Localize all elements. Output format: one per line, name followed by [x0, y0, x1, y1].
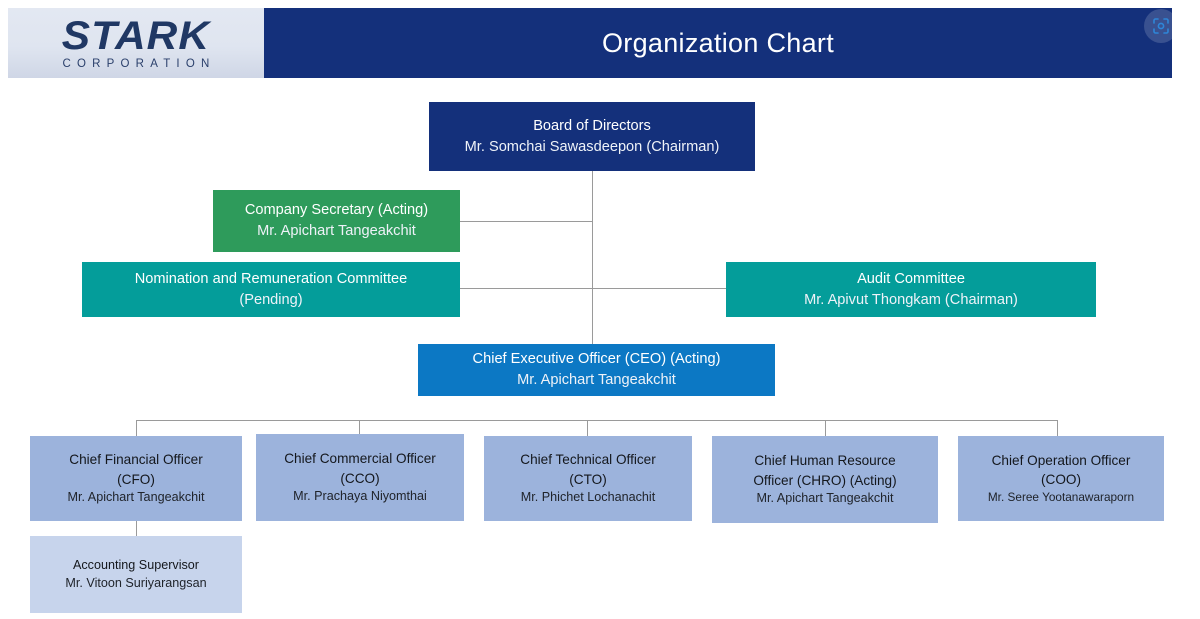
nomination-committee-person: (Pending)	[239, 291, 303, 308]
stark-logo: STARK CORPORATION	[8, 8, 264, 78]
cto-title-line1: Chief Technical Officer	[520, 452, 656, 468]
secretary-person: Mr. Apichart Tangeakchit	[257, 223, 416, 239]
cco-title-line2: (CCO)	[340, 470, 380, 486]
ceo-person: Mr. Apichart Tangeakchit	[517, 372, 676, 388]
node-coo[interactable]: Chief Operation Officer (COO) Mr. Seree …	[958, 436, 1164, 521]
cfo-person: Mr. Apichart Tangeakchit	[67, 489, 205, 504]
secretary-title: Company Secretary (Acting)	[244, 202, 429, 219]
connector-board-to-ceo	[592, 171, 593, 344]
node-cfo[interactable]: Chief Financial Officer (CFO) Mr. Apicha…	[30, 436, 242, 521]
connector-secretary	[460, 221, 593, 222]
cco-person: Mr. Prachaya Niyomthai	[293, 488, 427, 503]
node-audit-committee[interactable]: Audit Committee Mr. Apivut Thongkam (Cha…	[726, 262, 1096, 317]
audit-committee-title: Audit Committee	[857, 270, 965, 287]
chro-title-line2: Officer (CHRO) (Acting)	[753, 472, 897, 488]
node-cco[interactable]: Chief Commercial Officer (CCO) Mr. Prach…	[256, 434, 464, 521]
cto-person: Mr. Phichet Lochanachit	[520, 489, 656, 504]
board-title: Board of Directors	[533, 117, 651, 134]
node-chro[interactable]: Chief Human Resource Officer (CHRO) (Act…	[712, 436, 938, 523]
audit-committee-person: Mr. Apivut Thongkam (Chairman)	[804, 291, 1018, 308]
cco-title-line1: Chief Commercial Officer	[284, 451, 436, 467]
connector-drop-cfo	[136, 420, 137, 436]
logo-subtext: CORPORATION	[62, 57, 216, 70]
accounting-supervisor-person: Mr. Vitoon Suriyarangsan	[65, 575, 207, 590]
node-nomination-remuneration-committee[interactable]: Nomination and Remuneration Committee (P…	[82, 262, 460, 317]
connector-drop-coo	[1057, 420, 1058, 436]
page-title: Organization Chart	[601, 27, 834, 58]
logo-wordmark: STARK	[61, 13, 211, 58]
accounting-supervisor-title: Accounting Supervisor	[72, 557, 199, 572]
coo-title-line1: Chief Operation Officer	[991, 452, 1131, 468]
connector-drop-chro	[825, 420, 826, 436]
chro-person: Mr. Apichart Tangeakchit	[756, 490, 894, 505]
cto-title-line2: (CTO)	[569, 471, 607, 487]
connector-drop-cco	[359, 420, 360, 436]
node-ceo[interactable]: Chief Executive Officer (CEO) (Acting) M…	[418, 344, 775, 396]
node-cto[interactable]: Chief Technical Officer (CTO) Mr. Phiche…	[484, 436, 692, 521]
nomination-committee-title: Nomination and Remuneration Committee	[134, 270, 408, 287]
node-company-secretary[interactable]: Company Secretary (Acting) Mr. Apichart …	[213, 190, 460, 252]
connector-cfo-to-accounting	[136, 521, 137, 536]
focus-scan-icon[interactable]	[1144, 9, 1178, 43]
node-accounting-supervisor[interactable]: Accounting Supervisor Mr. Vitoon Suriyar…	[30, 536, 242, 613]
chro-title-line1: Chief Human Resource	[754, 453, 896, 469]
ceo-title: Chief Executive Officer (CEO) (Acting)	[472, 351, 721, 368]
connector-nomination-committee	[460, 288, 593, 289]
board-person: Mr. Somchai Sawasdeepon (Chairman)	[464, 138, 720, 155]
connector-audit-committee	[592, 288, 726, 289]
connector-executive-bus	[136, 420, 1057, 421]
cfo-title-line1: Chief Financial Officer	[69, 452, 203, 468]
coo-title-line2: (COO)	[1040, 472, 1082, 488]
coo-person: Mr. Seree Yootanawaraporn	[987, 490, 1135, 505]
connector-drop-cto	[587, 420, 588, 436]
node-board-of-directors[interactable]: Board of Directors Mr. Somchai Sawasdeep…	[429, 102, 755, 171]
cfo-title-line2: (CFO)	[117, 471, 155, 487]
